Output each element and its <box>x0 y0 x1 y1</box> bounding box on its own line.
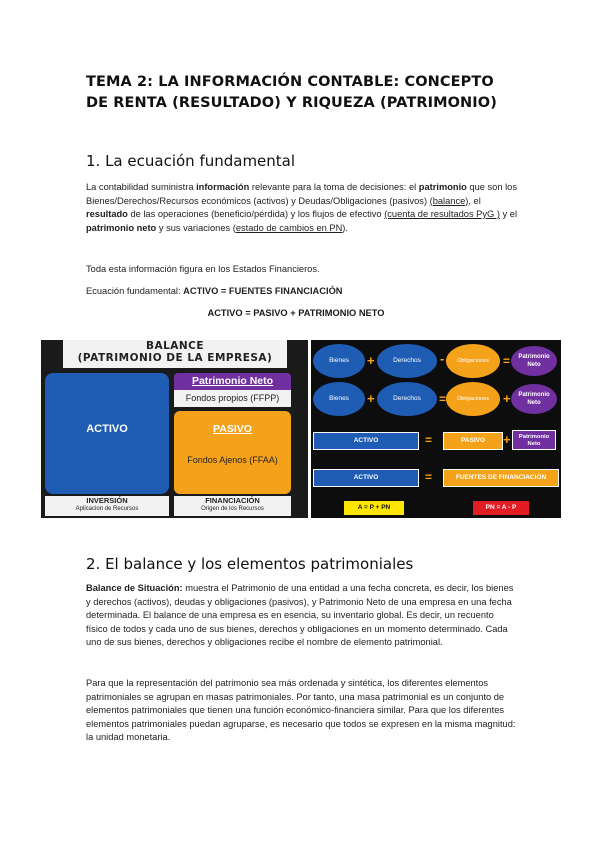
equals-sign: = <box>425 433 433 447</box>
patrimonio-neto-bar: Patrimonio Neto <box>512 430 556 450</box>
fondos-propios-label: Fondos propios (FFPP) <box>174 390 291 407</box>
equation-line-2: ACTIVO = PASIVO + PATRIMONIO NETO <box>207 308 385 318</box>
text-run: , el <box>468 195 481 206</box>
activo-block: ACTIVO <box>45 373 169 494</box>
financiacion-subtitle: Origen de los Recursos <box>201 506 264 512</box>
inversion-title: INVERSIÓN <box>86 496 128 505</box>
formula-patrimonio-neto: PN = A - P <box>473 501 529 515</box>
text-run: muestra el Patrimonio de una entidad a u… <box>86 583 514 647</box>
plus-sign: + <box>367 353 375 368</box>
plus-sign: + <box>503 391 511 406</box>
equation-diagram: Bienes + Derechos - Obligaciones = Patri… <box>311 340 561 518</box>
pasivo-bar: PASIVO <box>443 432 503 450</box>
patrimonio-neto-oval: Patrimonio Neto <box>511 346 557 376</box>
patrimonio-neto-block: Patrimonio Neto Fondos propios (FFPP) <box>174 373 291 407</box>
balance-diagram: BALANCE (PATRIMONIO DE LA EMPRESA) ACTIV… <box>41 340 308 518</box>
bienes-oval: Bienes <box>313 382 365 416</box>
financial-statements-paragraph: Toda esta información figura en los Esta… <box>86 264 320 274</box>
equals-sign: = <box>425 470 433 484</box>
inversion-footer: INVERSIÓN Aplicacion de Recursos <box>45 496 169 516</box>
balance-header-subtitle: (PATRIMONIO DE LA EMPRESA) <box>77 352 273 364</box>
section-heading-ecuacion: 1. La ecuación fundamental <box>86 152 296 170</box>
underlined-ecpn: estado de cambios en PN <box>235 222 343 233</box>
fondos-ajenos-label: Fondos Ajenos (FFAA) <box>187 455 278 465</box>
intro-paragraph: La contabilidad suministra información r… <box>86 181 518 235</box>
bold-balance-situacion: Balance de Situación: <box>86 583 183 593</box>
bold-resultado: resultado <box>86 209 128 219</box>
underlined-balance: (balance) <box>429 195 469 206</box>
text-run: y sus variaciones ( <box>156 222 236 233</box>
equals-sign: = <box>439 392 447 406</box>
plus-sign: + <box>503 432 511 447</box>
text-run: de las operaciones (beneficio/pérdida) y… <box>127 209 385 219</box>
obligaciones-oval: Obligaciones <box>446 382 500 416</box>
equals-sign: = <box>503 354 511 368</box>
text-run: La contabilidad suministra <box>86 182 197 192</box>
bold-informacion: información <box>196 182 250 192</box>
text-run: ). <box>342 222 348 233</box>
obligaciones-oval: Obligaciones <box>446 344 500 378</box>
bold-patrimonio: patrimonio <box>418 182 467 192</box>
bold-patrimonio-neto: patrimonio neto <box>86 222 157 233</box>
patrimonio-neto-oval: Patrimonio Neto <box>511 384 557 414</box>
masas-patrimoniales-paragraph: Para que la representación del patrimoni… <box>86 678 516 742</box>
page-title: TEMA 2: LA INFORMACIÓN CONTABLE: CONCEPT… <box>86 74 497 111</box>
text-run: relevante para la toma de decisiones: el <box>249 182 419 192</box>
financiacion-footer: FINANCIACIÓN Origen de los Recursos <box>174 496 291 516</box>
plus-sign: + <box>367 391 375 406</box>
pasivo-block: PASIVO Fondos Ajenos (FFAA) <box>174 411 291 494</box>
underlined-pyg: (cuenta de resultados PyG ) <box>384 209 500 219</box>
balance-header-title: BALANCE <box>145 340 205 352</box>
equation-line-1: Ecuación fundamental: ACTIVO = FUENTES F… <box>86 285 518 299</box>
activo-bar: ACTIVO <box>313 432 419 450</box>
section-heading-balance: 2. El balance y los elementos patrimonia… <box>86 555 414 573</box>
bienes-oval: Bienes <box>313 344 365 378</box>
text-run: que son los Bienes/Derechos/Recursos eco… <box>86 182 517 206</box>
minus-sign: - <box>440 351 445 366</box>
text-run: y el <box>499 209 518 219</box>
financiacion-title: FINANCIACIÓN <box>205 496 260 505</box>
equation-fuentes: ACTIVO = FUENTES FINANCIACIÓN <box>183 286 343 296</box>
balance-situacion-paragraph: Balance de Situación: muestra el Patrimo… <box>86 582 518 650</box>
activo-bar: ACTIVO <box>313 469 419 487</box>
equation-label: Ecuación fundamental: <box>86 286 184 296</box>
balance-header: BALANCE (PATRIMONIO DE LA EMPRESA) <box>63 340 287 368</box>
formula-activo: A = P + PN <box>344 501 404 515</box>
pasivo-title: PASIVO <box>213 423 252 435</box>
derechos-oval: Derechos <box>377 382 437 416</box>
inversion-subtitle: Aplicacion de Recursos <box>75 506 139 512</box>
fuentes-financiacion-bar: FUENTES DE FINANCIACIÓN <box>443 469 559 487</box>
activo-label: ACTIVO <box>86 423 128 435</box>
patrimonio-neto-title: Patrimonio Neto <box>191 375 274 387</box>
derechos-oval: Derechos <box>377 344 437 378</box>
